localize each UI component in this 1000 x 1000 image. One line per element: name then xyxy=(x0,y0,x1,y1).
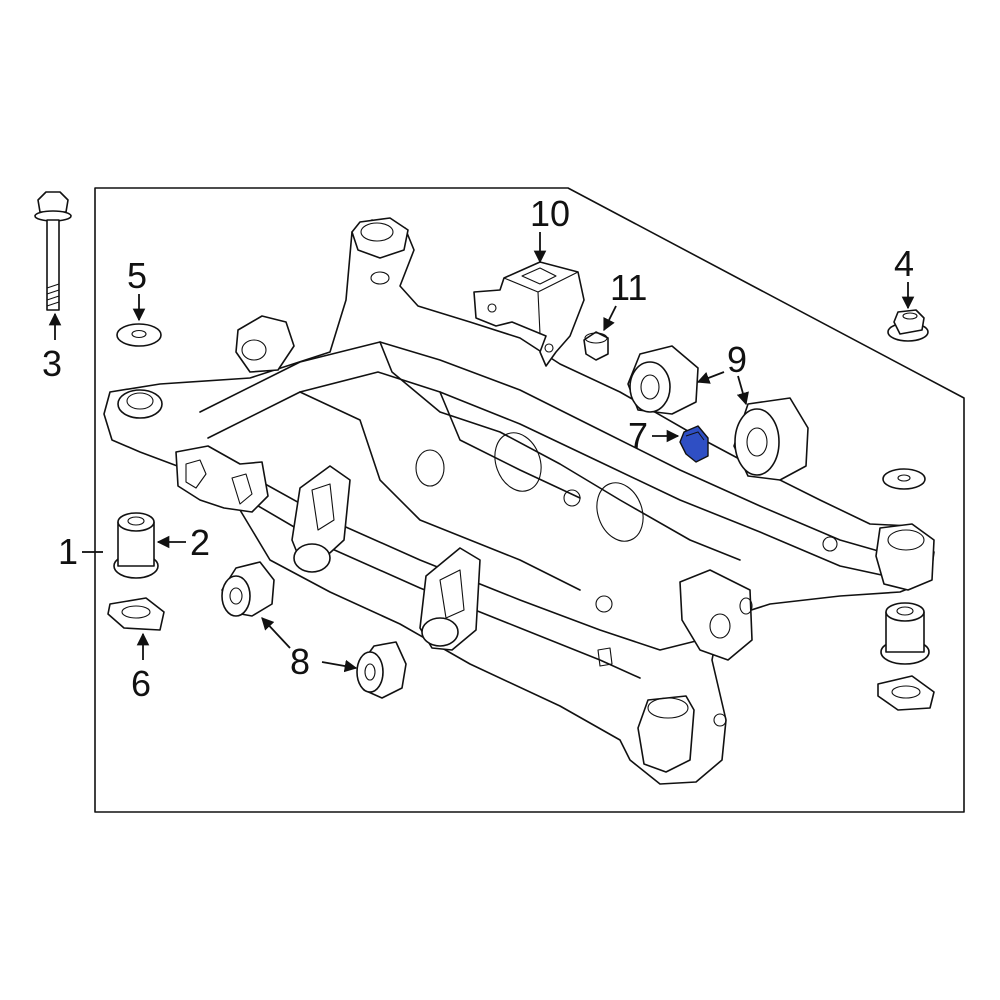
clip-part xyxy=(583,331,609,361)
flange-nut-part xyxy=(887,309,929,342)
washer-right-part xyxy=(882,468,926,490)
callout-7: 7 xyxy=(628,415,648,456)
bushing-9-upper xyxy=(627,345,699,415)
mount-plate-left xyxy=(107,597,165,631)
bushing-9-lower xyxy=(733,397,809,481)
callout-numbers: 1 2 3 4 5 6 7 8 9 10 11 xyxy=(42,193,914,704)
callout-9: 9 xyxy=(727,339,747,380)
callout-11: 11 xyxy=(610,267,647,308)
bolt-part xyxy=(34,191,72,311)
washer-left-part xyxy=(116,323,162,347)
callout-8: 8 xyxy=(290,641,310,682)
callout-1: 1 xyxy=(58,531,78,572)
mount-bushing-left xyxy=(113,512,159,579)
mount-plate-right xyxy=(877,675,935,711)
callout-6: 6 xyxy=(131,663,151,704)
callout-4: 4 xyxy=(894,243,914,284)
leader-lines xyxy=(48,232,915,673)
highlighted-clip-part-7 xyxy=(679,425,709,463)
callout-10: 10 xyxy=(530,193,570,234)
mount-bushing-right xyxy=(880,602,930,665)
callout-2: 2 xyxy=(190,522,210,563)
assembly-boundary xyxy=(94,187,965,813)
bracket-part xyxy=(473,261,585,367)
callout-3: 3 xyxy=(42,343,62,384)
bushing-8-lower xyxy=(356,641,407,699)
callout-5: 5 xyxy=(127,255,147,296)
bushing-8-upper xyxy=(221,561,275,617)
rear-crossmember xyxy=(103,217,935,785)
